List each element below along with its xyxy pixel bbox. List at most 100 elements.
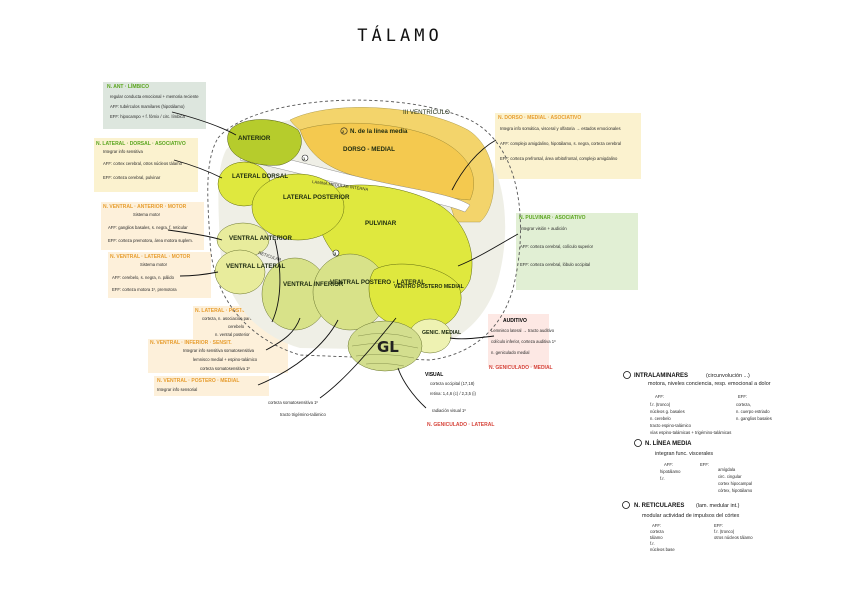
box-lateral-dorsal-line-2: AFF: cortex cerebral, otros núcleos tála… [103, 161, 183, 166]
label-3-circle [332, 249, 340, 257]
box-pulvinar: N. PULVINAR · ASOCIATIVO Integrar visión… [516, 213, 638, 290]
arrow-pulvinar [457, 233, 519, 267]
box-geniculado-medial-footer: N. GENICULADO · MEDIAL [489, 365, 553, 371]
intralaminares-title: INTRALAMINARES [634, 373, 688, 379]
connector-arrows [167, 111, 519, 409]
box-ventral-anterior-header: N. VENTRAL · ANTERIOR · MOTOR [103, 204, 187, 210]
box-lateral-posterior-line-3: n. ventral posterior [215, 332, 250, 337]
box-geniculado-medial-line-3: n. geniculado medial [491, 350, 529, 355]
arrow-lateral-posterior [271, 239, 281, 323]
linea-media-eff-3: cortex hipocampal [718, 481, 752, 486]
side-note-intralaminares: INTRALAMINARES (circunvolución ...) moto… [623, 371, 772, 435]
box-anterior-bg [103, 82, 206, 129]
box-ventral-inferior-line-2: lemnisco medial + espino-talámico [193, 357, 258, 362]
intralaminares-aff-1: f.r. (tronco) [650, 402, 671, 407]
intralaminares-subtitle: motora, niveles conciencia, resp. emocio… [648, 381, 771, 387]
intralaminares-eff-1: corteza, [736, 402, 751, 407]
box-pulvinar-line-2: AFF: corteza cerebral, colículo superior [520, 244, 594, 249]
label-pulvinar: PULVINAR [365, 220, 397, 227]
label-lateral-posterior: LATERAL POSTERIOR [283, 194, 350, 201]
box-anterior: N. ANT · LÍMBICO regular conducta emocio… [103, 82, 206, 129]
box-lateral-posterior-line-1: corteza, n. asociación parietal [202, 316, 257, 321]
box-ventral-anterior-bg [101, 202, 204, 250]
linea-media-eff-0: EFF: [700, 462, 709, 467]
intralaminares-aff-4: tracto espino-talámico [650, 423, 692, 428]
box-ventral-inferior-header: N. VENTRAL · INFERIOR · SENSIT. [150, 340, 232, 346]
box-pulvinar-header: N. PULVINAR · ASOCIATIVO [519, 215, 586, 221]
label-ventral-inferior: VENTRAL INFERIOR [283, 281, 344, 288]
label-anterior: ANTERIOR [238, 135, 271, 142]
side-note-linea-media: N. LÍNEA MEDIA integran func. viscerales… [634, 439, 753, 493]
linea-media-eff-1: amígdala [718, 467, 736, 472]
label-gl: GL [377, 338, 399, 356]
intralaminares-eff-3: n. ganglios basales [736, 416, 772, 421]
arrow-geniculado-lateral [397, 367, 427, 409]
label-lateral-dorsal: LATERAL DORSAL [232, 173, 288, 180]
box-ventral-inferior-bg [148, 339, 288, 373]
box-dorsomedial-line-1: Integra info somática, visceral y olfato… [500, 126, 621, 131]
box-geniculado-lateral-footer: N. GENICULADO · LATERAL [427, 422, 494, 428]
arrow-lateral-dorsal [173, 159, 223, 179]
intralaminares-aff-0: AFF: [655, 394, 664, 399]
box-lateral-posterior-line-2: cerebelo [228, 324, 245, 329]
box-geniculado-medial-header: AUDITIVO [503, 318, 527, 324]
page-title: TÁLAMO [357, 24, 442, 46]
intralaminares-aff-3: n. cerebelo [650, 416, 671, 421]
label-1-circle [301, 154, 309, 162]
linea-media-aff-1: hipotálamo [660, 469, 681, 474]
linea-media-aff-2: f.r. [660, 476, 665, 481]
box-ventral-anterior-line-3: EFF: corteza premotora, área motora supl… [108, 238, 193, 243]
box-dorsomedial: N. DORSO · MEDIAL · ASOCIATIVO Integra i… [495, 113, 641, 179]
box-pulvinar-bg [516, 213, 638, 290]
arrow-dorsomedial [451, 139, 497, 191]
box-ventral-inferior: N. VENTRAL · INFERIOR · SENSIT. Integrar… [148, 339, 288, 373]
arrow-ventral-inferior [265, 317, 301, 351]
box-ventral-lateral-line-2: AFF: cerebelo, s. negra, n. pálido [112, 275, 175, 280]
box-geniculado-medial: AUDITIVO Lemnisco lateral → tracto audit… [488, 314, 556, 371]
label-3: 3 [334, 251, 337, 256]
label-genic-medial: GENIC. MEDIAL [422, 330, 462, 336]
arrow-ventral-postero-medial [319, 317, 397, 399]
box-ventral-anterior-line-1: Sistema motor [133, 212, 161, 217]
reticulares-aff-0: AFF: [652, 523, 661, 528]
linea-media-subtitle: integran func. viscerales [655, 451, 713, 457]
box-lateral-dorsal-line-1: Integrar info sensitiva [103, 149, 143, 154]
box-anterior-line-1: regular conducta emocional + memoria rec… [110, 94, 199, 99]
arrow-ventral-anterior [167, 229, 223, 241]
intralaminares-eff-2: n. cuerpo estriado [736, 409, 770, 414]
label-ventral-postero-medial: VENTRO POSTERO MEDIAL [394, 284, 465, 290]
arrow-anterior [171, 111, 237, 136]
label-2: 2 [342, 129, 345, 134]
box-dorsomedial-line-2: AFF: complejo amigdalino, hipotálamo, s.… [500, 141, 621, 146]
nucleus-anterior [227, 119, 302, 166]
box-ventral-inferior-line-1: Integrar info sensitiva somatosensitiva [183, 348, 255, 353]
label-linea-media: N. de la línea media [350, 128, 408, 135]
box-geniculado-lateral: VISUAL corteza occipital (17,18) retina:… [425, 372, 494, 428]
box-ventral-inferior-line-3: corteza somatosensitiva 1º [200, 366, 250, 371]
box-ventral-postero-medial: N. VENTRAL · POSTERO · MEDIAL Integrar i… [154, 376, 327, 417]
box-geniculado-medial-line-1: Lemnisco lateral → tracto auditivo [491, 328, 555, 333]
box-geniculado-medial-line-2: colículo inferior, corteza auditiva 1º [491, 339, 556, 344]
linea-media-bullet [634, 439, 642, 447]
intralaminares-tag: (circunvolución ...) [706, 373, 750, 379]
reticulares-aff-3: f.r. [650, 541, 655, 546]
box-anterior-line-2: AFF: tubérculos mamilares (hipotálamo) [110, 104, 185, 109]
nucleus-ventral-lateral [214, 249, 266, 295]
box-lateral-posterior-header: N. LATERAL · POSTERIOR · SENSIT. [195, 308, 282, 314]
arrow-geniculado-medial [449, 335, 495, 340]
box-lateral-dorsal-header: N. LATERAL · DORSAL · ASOCIATIVO [96, 141, 186, 147]
linea-media-aff-0: AFF: [664, 462, 673, 467]
box-dorsomedial-line-3: EFF: corteza prefrontal, área orbitofron… [500, 156, 618, 161]
reticulares-eff-1: f.r. (tronco) [714, 529, 735, 534]
box-ventral-lateral-line-1: Sistema motor [140, 262, 168, 267]
box-lateral-dorsal-line-3: EFF: corteza cerebral, pulvinar [103, 175, 161, 180]
box-ventral-pm-header: N. VENTRAL · POSTERO · MEDIAL [157, 378, 239, 384]
reticulares-aff-1: corteza [650, 529, 664, 534]
box-ventral-lateral-line-3: EFF: corteza motora 1º, premotora [112, 287, 177, 292]
nucleus-lateral-posterior [251, 173, 345, 241]
label-1: 1 [303, 156, 306, 161]
reticulares-bullet [622, 501, 630, 509]
box-dorsomedial-bg [495, 113, 641, 179]
reticulares-aff-4: núcleos base [650, 547, 675, 552]
